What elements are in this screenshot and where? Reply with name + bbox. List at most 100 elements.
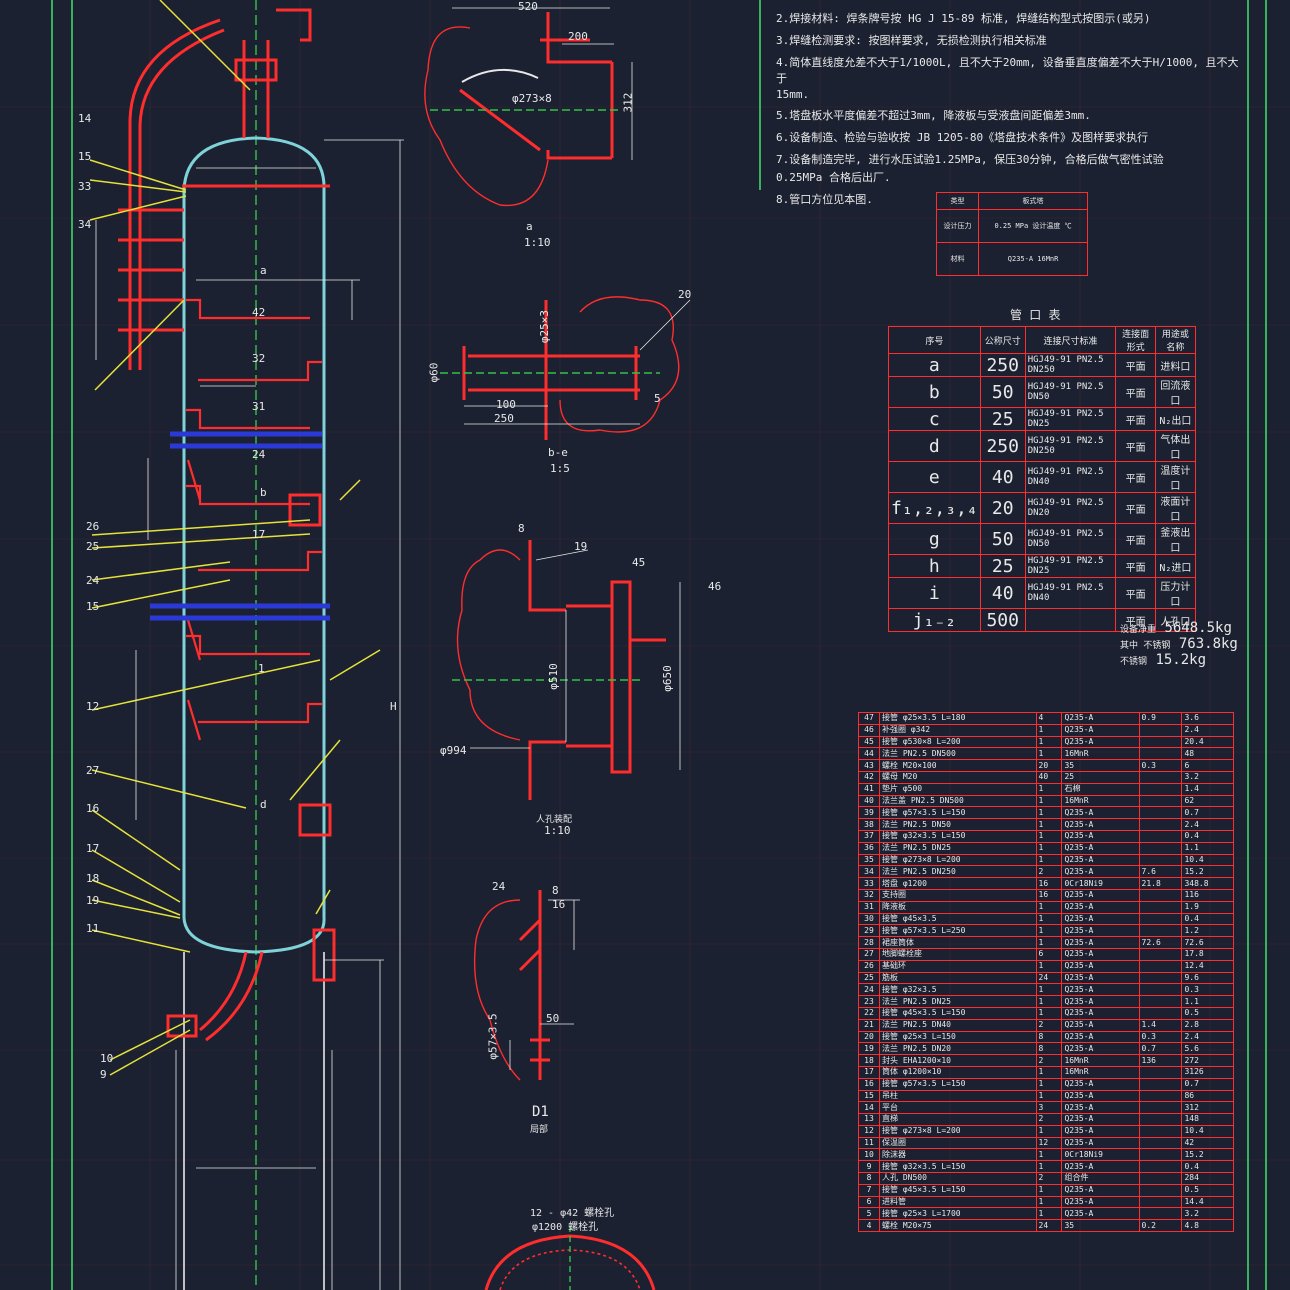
parts-cell-wt bbox=[1138, 1172, 1183, 1185]
spec-cell: 类型 bbox=[935, 192, 980, 210]
parts-cell-tot: 17.8 bbox=[1181, 947, 1234, 961]
parts-cell-no: 21 bbox=[858, 1018, 880, 1032]
parts-cell-mat: Q235-A bbox=[1061, 888, 1140, 902]
parts-cell-tot: 15.2 bbox=[1181, 1148, 1234, 1162]
parts-cell-name: 螺母 M20 bbox=[879, 770, 1037, 784]
d1-scale: 1:10 bbox=[524, 236, 551, 249]
parts-cell-mat: Q235-A bbox=[1061, 924, 1140, 938]
nozzle-cell-face: 平面 bbox=[1115, 554, 1156, 578]
nozzle-cell-id: c bbox=[888, 407, 981, 431]
parts-cell-wt bbox=[1138, 971, 1183, 985]
parts-cell-no: 36 bbox=[858, 841, 880, 855]
nozzle-cell-size: 40 bbox=[979, 577, 1026, 609]
parts-cell-qty: 1 bbox=[1035, 1006, 1063, 1020]
nozzle-cell-use: 气体出口 bbox=[1154, 430, 1197, 462]
parts-cell-qty: 2 bbox=[1035, 865, 1063, 879]
parts-cell-wt: 7.6 bbox=[1138, 865, 1183, 879]
parts-cell-tot: 3.2 bbox=[1181, 770, 1234, 784]
d2-pipe: φ25×3 bbox=[538, 309, 552, 344]
parts-cell-name: 法兰 PN2.5 DN20 bbox=[879, 1042, 1037, 1056]
parts-cell-wt bbox=[1138, 794, 1183, 808]
parts-cell-qty: 16 bbox=[1035, 877, 1063, 890]
parts-cell-mat: Q235-A bbox=[1061, 865, 1140, 879]
parts-cell-wt: 136 bbox=[1138, 1054, 1183, 1067]
parts-cell-name: 吊柱 bbox=[879, 1089, 1037, 1103]
nozzle-cell-std bbox=[1024, 608, 1117, 632]
weight-label: 其中 不锈钢 bbox=[1120, 641, 1171, 651]
leader-label-7: 24 bbox=[86, 574, 100, 587]
nozzle-cell-id: a bbox=[888, 353, 981, 377]
parts-cell-wt bbox=[1138, 806, 1183, 820]
parts-cell-name: 接管 φ530×8 L=200 bbox=[879, 735, 1037, 749]
parts-cell-mat: Q235-A bbox=[1061, 1124, 1140, 1138]
d2-height: φ60 bbox=[427, 362, 441, 383]
parts-cell-tot: 3.6 bbox=[1181, 712, 1234, 725]
note-line: 8.管口方位见本图. bbox=[776, 193, 873, 206]
parts-cell-mat: Q235-A bbox=[1061, 1136, 1140, 1150]
note-line: 2.焊接材料: 焊条牌号按 HG J 15-89 标准, 焊缝结构型式按图示(或… bbox=[776, 12, 1151, 25]
parts-cell-name: 垫片 φ500 bbox=[879, 782, 1037, 796]
parts-cell-mat: Q235-A bbox=[1061, 1183, 1140, 1197]
parts-cell-qty: 1 bbox=[1035, 959, 1063, 973]
nozzle-cell-std: HGJ49-91 PN2.5 DN40 bbox=[1024, 461, 1117, 493]
parts-cell-no: 9 bbox=[858, 1160, 880, 1174]
parts-cell-no: 10 bbox=[858, 1148, 880, 1162]
nozzle-cell-std: HGJ49-91 PN2.5 DN25 bbox=[1024, 407, 1117, 431]
parts-cell-wt bbox=[1138, 1160, 1183, 1174]
parts-cell-mat: 组合件 bbox=[1061, 1172, 1140, 1185]
parts-cell-wt bbox=[1138, 947, 1183, 961]
detail-3-manhole bbox=[452, 540, 681, 800]
parts-cell-no: 14 bbox=[858, 1101, 880, 1115]
leader-label-4: 34 bbox=[78, 218, 92, 231]
parts-cell-tot: 6 bbox=[1181, 759, 1234, 772]
parts-cell-name: 平台 bbox=[879, 1101, 1037, 1115]
parts-cell-name: 降液板 bbox=[879, 900, 1037, 914]
parts-cell-tot: 1.1 bbox=[1181, 995, 1234, 1008]
parts-cell-qty: 1 bbox=[1035, 735, 1063, 749]
leader-label-11: 16 bbox=[86, 802, 100, 815]
nozzle-letter-b: b bbox=[260, 486, 267, 499]
parts-cell-wt bbox=[1138, 747, 1183, 761]
d3-outer-dia: φ650 bbox=[660, 665, 674, 692]
parts-cell-name: 接管 φ32×3.5 L=150 bbox=[879, 1160, 1037, 1174]
parts-cell-name: 地脚螺栓座 bbox=[879, 947, 1037, 961]
parts-cell-no: 40 bbox=[858, 794, 880, 808]
parts-cell-tot: 3126 bbox=[1181, 1065, 1234, 1079]
parts-cell-qty: 8 bbox=[1035, 1042, 1063, 1056]
parts-cell-tot: 3.2 bbox=[1181, 1207, 1234, 1221]
parts-cell-mat: Q235-A bbox=[1061, 1077, 1140, 1091]
weight-line: 其中 不锈钢 763.8kg bbox=[1120, 636, 1238, 652]
tray-label-1: 42 bbox=[252, 306, 266, 319]
nozzle-cell-use: 压力计口 bbox=[1154, 577, 1197, 609]
parts-cell-tot: 1.1 bbox=[1181, 841, 1234, 855]
parts-cell-no: 31 bbox=[858, 900, 880, 914]
d3-46: 46 bbox=[708, 580, 722, 593]
parts-cell-name: 法兰 PN2.5 DN500 bbox=[879, 747, 1037, 761]
parts-cell-tot: 0.5 bbox=[1181, 1006, 1234, 1020]
parts-cell-mat: Q235-A bbox=[1061, 1101, 1140, 1115]
parts-cell-qty: 1 bbox=[1035, 1160, 1063, 1174]
parts-cell-tot: 2.4 bbox=[1181, 818, 1234, 831]
parts-cell-no: 27 bbox=[858, 947, 880, 961]
nozzle-cell-size: 50 bbox=[979, 523, 1026, 555]
weight-summary: 设备净重 5648.5kg 其中 不锈钢 763.8kg 不锈钢 15.2kg bbox=[1120, 620, 1238, 668]
parts-cell-mat: Q235-A bbox=[1061, 900, 1140, 914]
nozzle-letter-a: a bbox=[260, 264, 267, 277]
parts-cell-tot: 0.4 bbox=[1181, 829, 1234, 843]
parts-cell-no: 38 bbox=[858, 818, 880, 831]
d4-pipe: φ57×3.5 bbox=[486, 1013, 500, 1060]
parts-cell-tot: 0.4 bbox=[1181, 912, 1234, 926]
parts-cell-name: 基础环 bbox=[879, 959, 1037, 973]
